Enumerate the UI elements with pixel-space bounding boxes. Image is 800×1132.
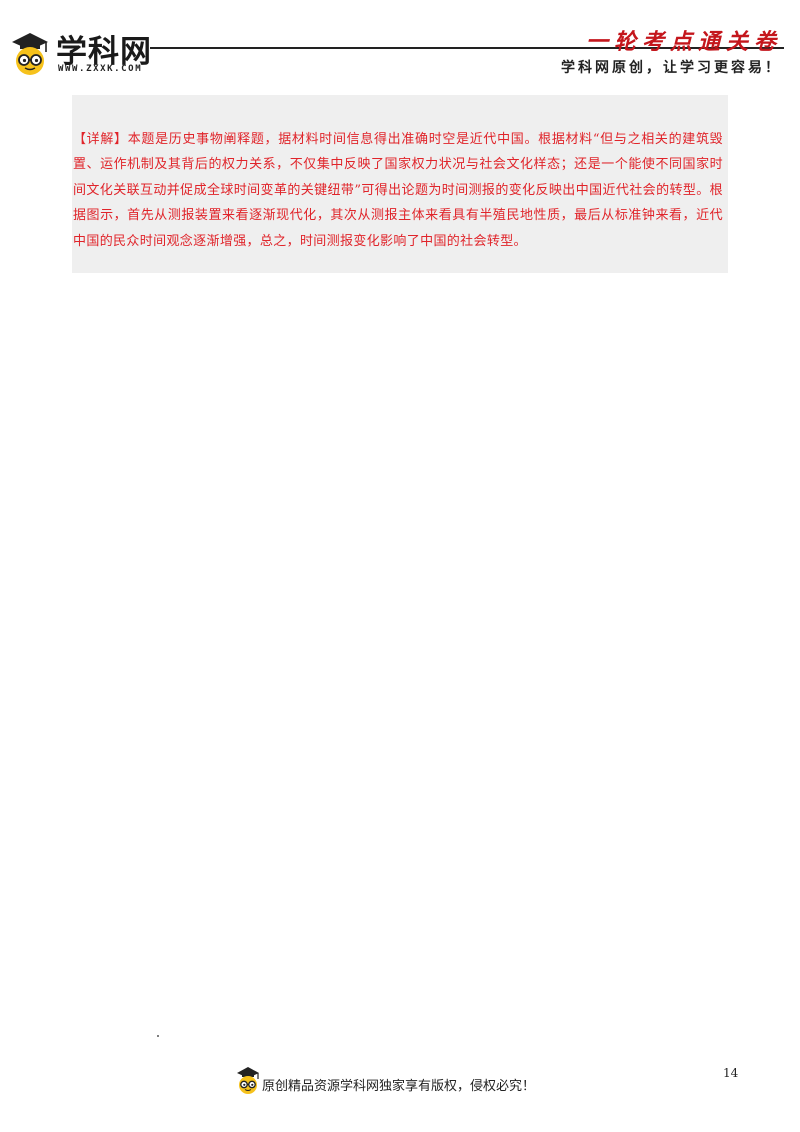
answer-explanation-box: 【详解】本题是历史事物阐释题，据材料时间信息得出准确时空是近代中国。根据材料“但… — [72, 95, 728, 273]
site-logo: 学科网 WWW.ZXXK.COM — [8, 28, 198, 78]
header-divider — [150, 47, 784, 49]
logo-url: WWW.ZXXK.COM — [58, 64, 143, 74]
answer-body: 本题是历史事物阐释题，据材料时间信息得出准确时空是近代中国。根据材料“但与之相关… — [73, 132, 724, 249]
footer-mascot-icon — [237, 1067, 259, 1094]
answer-explanation: 【详解】本题是历史事物阐释题，据材料时间信息得出准确时空是近代中国。根据材料“但… — [73, 127, 723, 254]
page-number: 14 — [723, 1066, 739, 1080]
slogan: 学科网原创，让学习更容易！ — [561, 60, 782, 76]
copyright-notice: 原创精品资源学科网独家享有版权，侵权必究！ — [262, 1079, 536, 1094]
logo-name: 学科网 — [56, 34, 152, 70]
answer-label: 【详解】 — [73, 132, 128, 147]
series-title: 一轮考点通关卷 — [585, 29, 782, 55]
logo-mascot-icon — [12, 33, 48, 75]
stray-dot — [157, 1035, 159, 1037]
